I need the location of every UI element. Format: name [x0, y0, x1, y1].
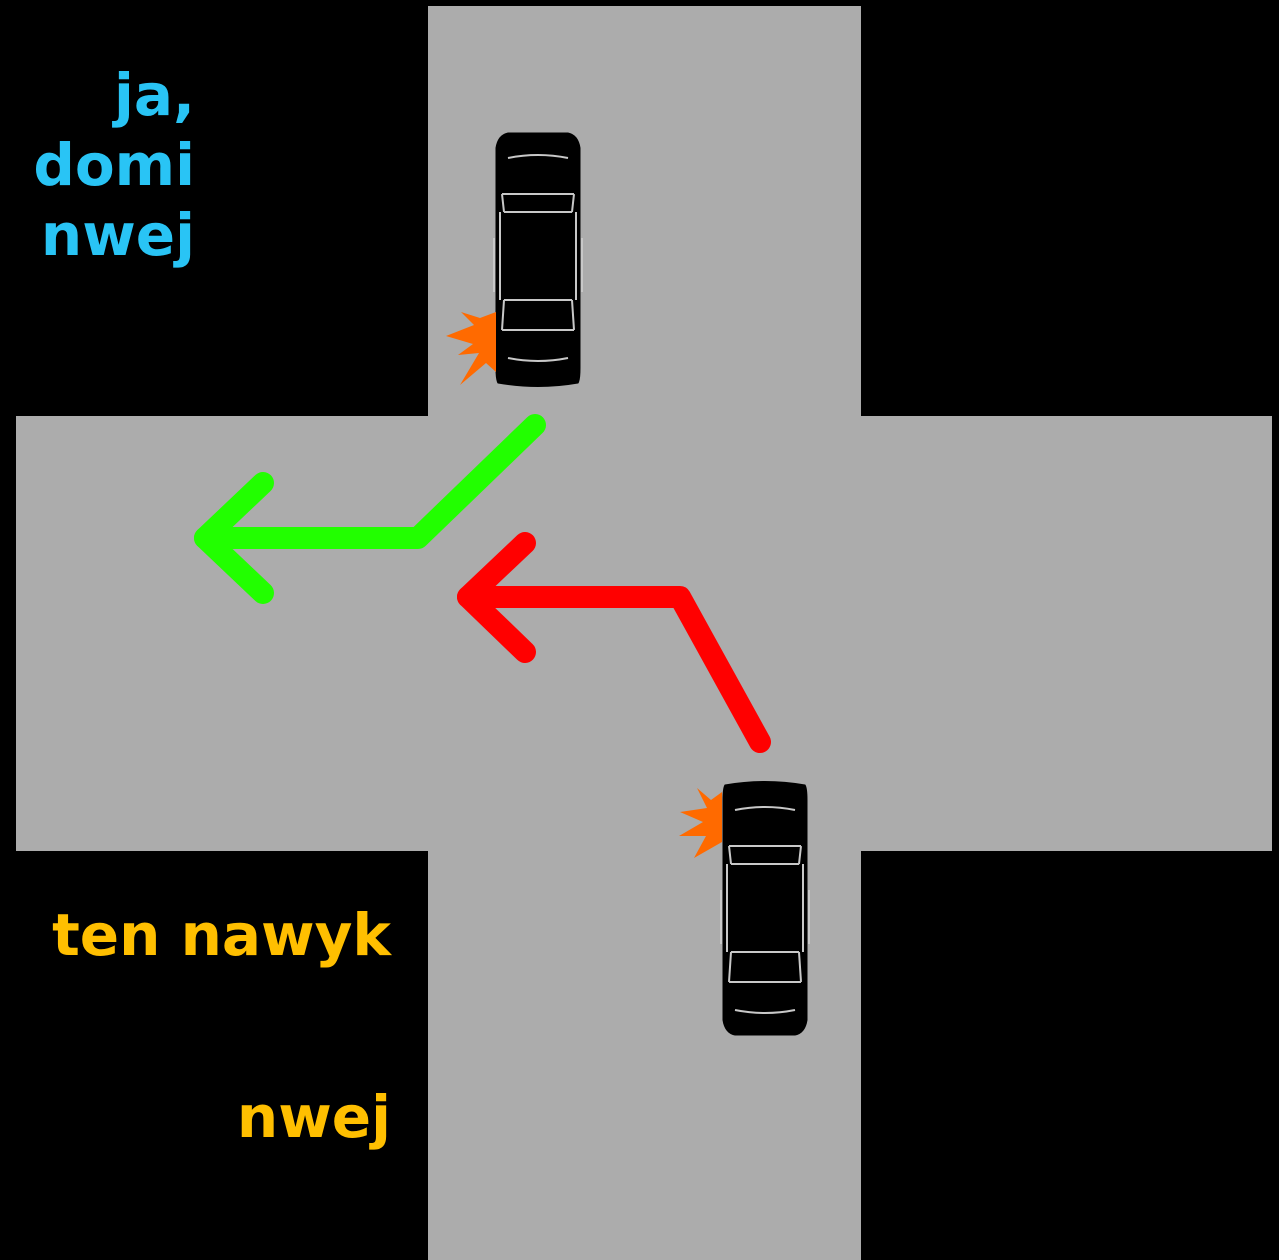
car-bottom	[720, 781, 810, 1036]
turn-signal-bottom-car	[679, 788, 722, 858]
caption-top-line-3: nwej	[40, 201, 195, 269]
caption-bottom-line-3: nwej	[236, 1083, 391, 1151]
road-horizontal	[16, 416, 1272, 851]
arrow-correct-turn	[194, 414, 546, 604]
caption-bottom-line-2	[52, 970, 391, 1082]
caption-bottom: ten nawyk nwej	[52, 900, 391, 1152]
caption-bottom-line-1: ten nawyk	[52, 901, 391, 969]
turn-signal-top-car	[446, 312, 496, 385]
caption-top-line-2: domi	[33, 131, 195, 199]
car-top	[493, 132, 583, 387]
arrow-wrong-turn	[457, 532, 771, 753]
caption-top: ja, domi nwej	[33, 60, 195, 270]
caption-top-line-1: ja,	[113, 61, 195, 129]
